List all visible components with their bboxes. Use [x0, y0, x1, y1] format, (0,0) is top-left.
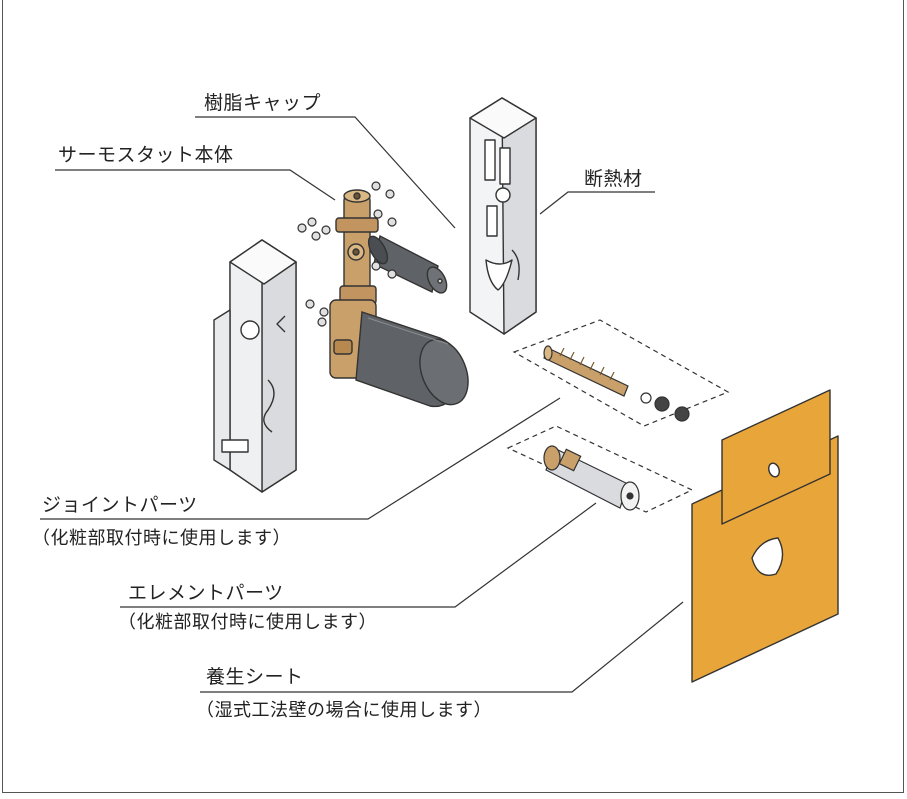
right-insulation-block	[469, 97, 537, 335]
label-protective-sheet: 養生シート	[206, 666, 304, 688]
protective-sheet	[691, 389, 839, 683]
left-block-slot	[221, 439, 249, 453]
leader-element-parts	[120, 502, 597, 608]
label-protective-sheet-note: （湿式工法壁の場合に使用します）	[196, 700, 492, 721]
label-element-parts: エレメントパーツ	[128, 582, 284, 604]
leader-insulation	[539, 191, 655, 215]
washers	[297, 181, 397, 327]
leader-joint-parts	[40, 397, 561, 520]
label-thermostat-body: サーモスタット本体	[58, 144, 234, 166]
label-element-parts-note: （化粧部取付時に使用します）	[118, 612, 377, 633]
label-joint-parts-note: （化粧部取付時に使用します）	[32, 528, 291, 549]
left-insulation-block	[213, 239, 297, 493]
element-parts-group	[506, 425, 694, 513]
leader-resin-cap	[195, 116, 456, 229]
label-insulation: 断熱材	[584, 168, 643, 190]
protective-sheet-front	[721, 389, 831, 525]
leader-protective-sheet	[200, 601, 684, 693]
thermostat-handle-housing	[355, 311, 469, 408]
label-joint-parts: ジョイントパーツ	[42, 494, 198, 516]
leader-thermostat-body	[55, 169, 336, 201]
resin-cap	[367, 234, 448, 294]
label-resin-cap: 樹脂キャップ	[204, 92, 322, 114]
leader-lines	[40, 116, 684, 693]
left-block-hole	[240, 320, 260, 340]
joint-parts-group	[512, 319, 730, 427]
